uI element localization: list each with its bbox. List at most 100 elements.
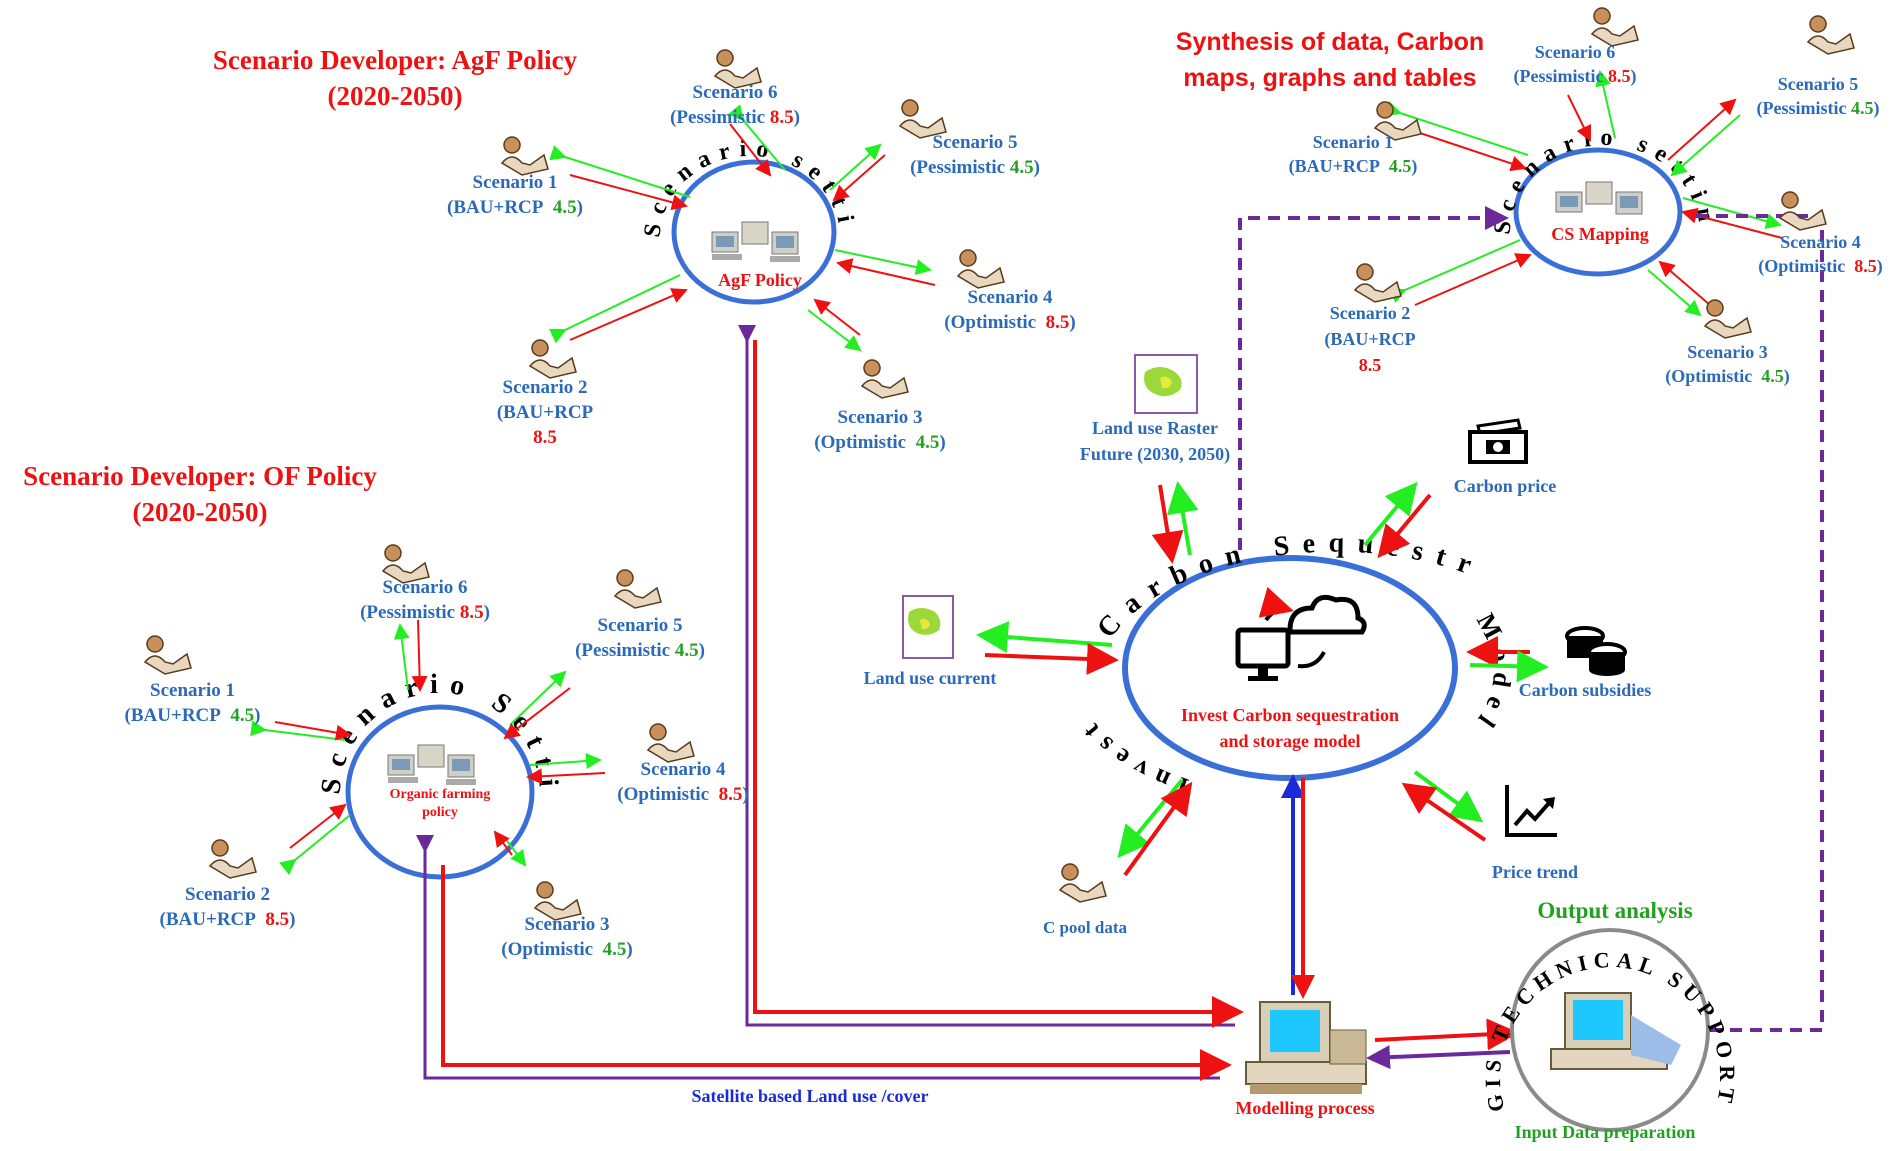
scenario-rcp: 4.5 <box>1388 156 1412 176</box>
scenario-name: Scenario 5 <box>597 615 683 636</box>
scenario-rcp: 8.5 <box>718 784 743 805</box>
of-heading: Scenario Developer: OF Policy (2020-2050… <box>0 458 400 530</box>
cs-hub-label: CS Mapping <box>1551 224 1649 244</box>
scenario-rcp: 8.5 <box>265 909 290 930</box>
person-icon <box>143 635 192 675</box>
computer-cloud-icon <box>1235 586 1367 681</box>
scenario-name: Scenario 4 <box>1780 232 1861 252</box>
of-heading-years: (2020-2050) <box>132 497 268 527</box>
cs-scenario-4: Scenario 4 (Optimistic 8.5) <box>1748 230 1893 278</box>
scenario-desc: Optimistic <box>1671 366 1753 386</box>
cs-scenario-2: Scenario 2 (BAU+RCP 8.5 <box>1305 300 1435 378</box>
of-scenario-5: Scenario 5 (Pessimistic 4.5) <box>550 613 730 663</box>
agf-heading: Scenario Developer: AgF Policy (2020-205… <box>165 42 625 114</box>
scenario-rcp: 8.5 <box>533 427 557 448</box>
carbon-price-label: Carbon price <box>1453 476 1557 496</box>
scenario-rcp: 8.5 <box>769 107 794 128</box>
scenario-desc: Optimistic <box>1764 256 1846 276</box>
scenario-desc: Pessimistic <box>1519 66 1604 86</box>
agf-arrows <box>548 104 936 352</box>
scenario-rcp: 4.5 <box>1761 366 1784 386</box>
of-hub-label-line-1: Organic farming <box>389 787 491 802</box>
person-icon <box>646 723 695 763</box>
person-icon <box>956 249 1005 289</box>
land-use-future-line-1: Land use Raster <box>1091 418 1218 438</box>
person-icon <box>713 49 762 89</box>
scenario-name: Scenario 5 <box>1777 74 1859 94</box>
of-scenario-6: Scenario 6 (Pessimistic 8.5) <box>330 575 520 625</box>
of-computers-icon <box>387 744 476 785</box>
person-icon <box>1806 15 1855 55</box>
agf-computers-icon <box>711 221 800 262</box>
person-icon <box>1703 299 1752 339</box>
scenario-rcp: 4.5 <box>674 640 699 661</box>
scenario-name: Scenario 3 <box>837 407 923 428</box>
of-scenario-1: Scenario 1 (BAU+RCP 4.5) <box>110 678 275 728</box>
synthesis-line-2: maps, graphs and tables <box>1183 64 1477 92</box>
c-pool-label: C pool data <box>1042 918 1128 937</box>
scenario-rcp: 4.5 <box>602 939 627 960</box>
agf-heading-years: (2020-2050) <box>327 81 463 111</box>
modelling-process-label: Modelling process <box>1235 1098 1375 1118</box>
scenario-rcp: 4.5 <box>230 705 255 726</box>
scenario-name: Scenario 2 <box>1329 303 1411 323</box>
price-trend-icon <box>1505 785 1557 837</box>
scenario-desc: Optimistic <box>507 939 594 960</box>
scenario-rcp: 4.5 <box>552 197 577 218</box>
of-scenario-4: Scenario 4 (Optimistic 8.5) <box>598 757 768 807</box>
of-scenario-3: Scenario 3 (Optimistic 4.5) <box>487 912 647 962</box>
person-icon <box>898 99 947 139</box>
of-hub-label-line-2: policy <box>422 805 458 820</box>
model-ring-text-right: Model <box>1467 609 1508 740</box>
scenario-desc: Pessimistic <box>676 107 766 128</box>
scenario-desc: Optimistic <box>820 432 907 453</box>
scenario-rcp: 8.5 <box>459 602 484 623</box>
gis-computer-icon <box>1550 992 1681 1070</box>
cs-arrows <box>1384 70 1783 317</box>
carbon-subsidies-label: Carbon subsidies <box>1518 680 1652 700</box>
gis-hub: GIS TECHNICAL SUPPORT <box>1480 928 1734 1132</box>
person-icon <box>860 359 909 399</box>
person-icon <box>208 839 257 879</box>
scenario-name: Scenario 1 <box>150 680 235 701</box>
person-icons <box>143 7 1855 921</box>
land-use-future-label: Land use Raster Future (2030, 2050) <box>1050 415 1260 467</box>
person-icon <box>1373 101 1422 141</box>
scenario-rcp: 8.5 <box>1358 355 1382 375</box>
agf-scenario-1: Scenario 1 (BAU+RCP 4.5) <box>430 170 600 220</box>
scenario-name: Scenario 2 <box>185 884 270 905</box>
coins-icon <box>1565 626 1627 676</box>
scenario-name: Scenario 2 <box>502 377 588 398</box>
scenario-rcp: 8.5 <box>1045 312 1070 333</box>
agf-scenario-2: Scenario 2 (BAU+RCP 8.5 <box>470 375 620 450</box>
of-hub-label: Organic farming policy <box>360 786 520 822</box>
scenario-rcp: 8.5 <box>1607 66 1631 86</box>
of-heading-title: Scenario Developer: OF Policy <box>23 461 377 491</box>
scenario-rcp: 8.5 <box>1854 256 1877 276</box>
land-use-future-map-icon <box>1134 354 1198 414</box>
land-use-current-label: Land use current <box>863 668 997 688</box>
person-icon <box>1353 263 1402 303</box>
synthesis-line-1: Synthesis of data, Carbon <box>1175 28 1485 56</box>
person-icon <box>1058 863 1107 903</box>
scenario-desc: BAU+RCP <box>165 909 256 930</box>
of-scenario-2: Scenario 2 (BAU+RCP 8.5) <box>145 882 310 932</box>
scenario-name: Scenario 6 <box>692 82 778 103</box>
modelling-computer-icon <box>1245 1001 1367 1094</box>
output-analysis-heading: Output analysis <box>1537 898 1693 923</box>
model-label-line-1: Invest Carbon sequestration <box>1180 705 1399 725</box>
scenario-name: Scenario 4 <box>640 759 726 780</box>
agf-scenario-6: Scenario 6 (Pessimistic 8.5) <box>640 80 830 130</box>
scenario-rcp: 4.5 <box>1009 157 1034 178</box>
scenario-name: Scenario 3 <box>524 914 610 935</box>
scenario-name: Scenario 5 <box>932 132 1018 153</box>
scenario-name: Scenario 1 <box>472 172 558 193</box>
price-trend-label: Price trend <box>1491 862 1579 882</box>
person-icon <box>528 339 577 379</box>
scenario-desc: BAU+RCP <box>130 705 221 726</box>
satellite-label: Satellite based Land use /cover <box>691 1086 929 1106</box>
scenario-desc: BAU+RCP <box>453 197 544 218</box>
scenario-desc: BAU+RCP <box>1294 156 1380 176</box>
model-hub-label: Invest Carbon sequestration and storage … <box>1130 702 1450 754</box>
